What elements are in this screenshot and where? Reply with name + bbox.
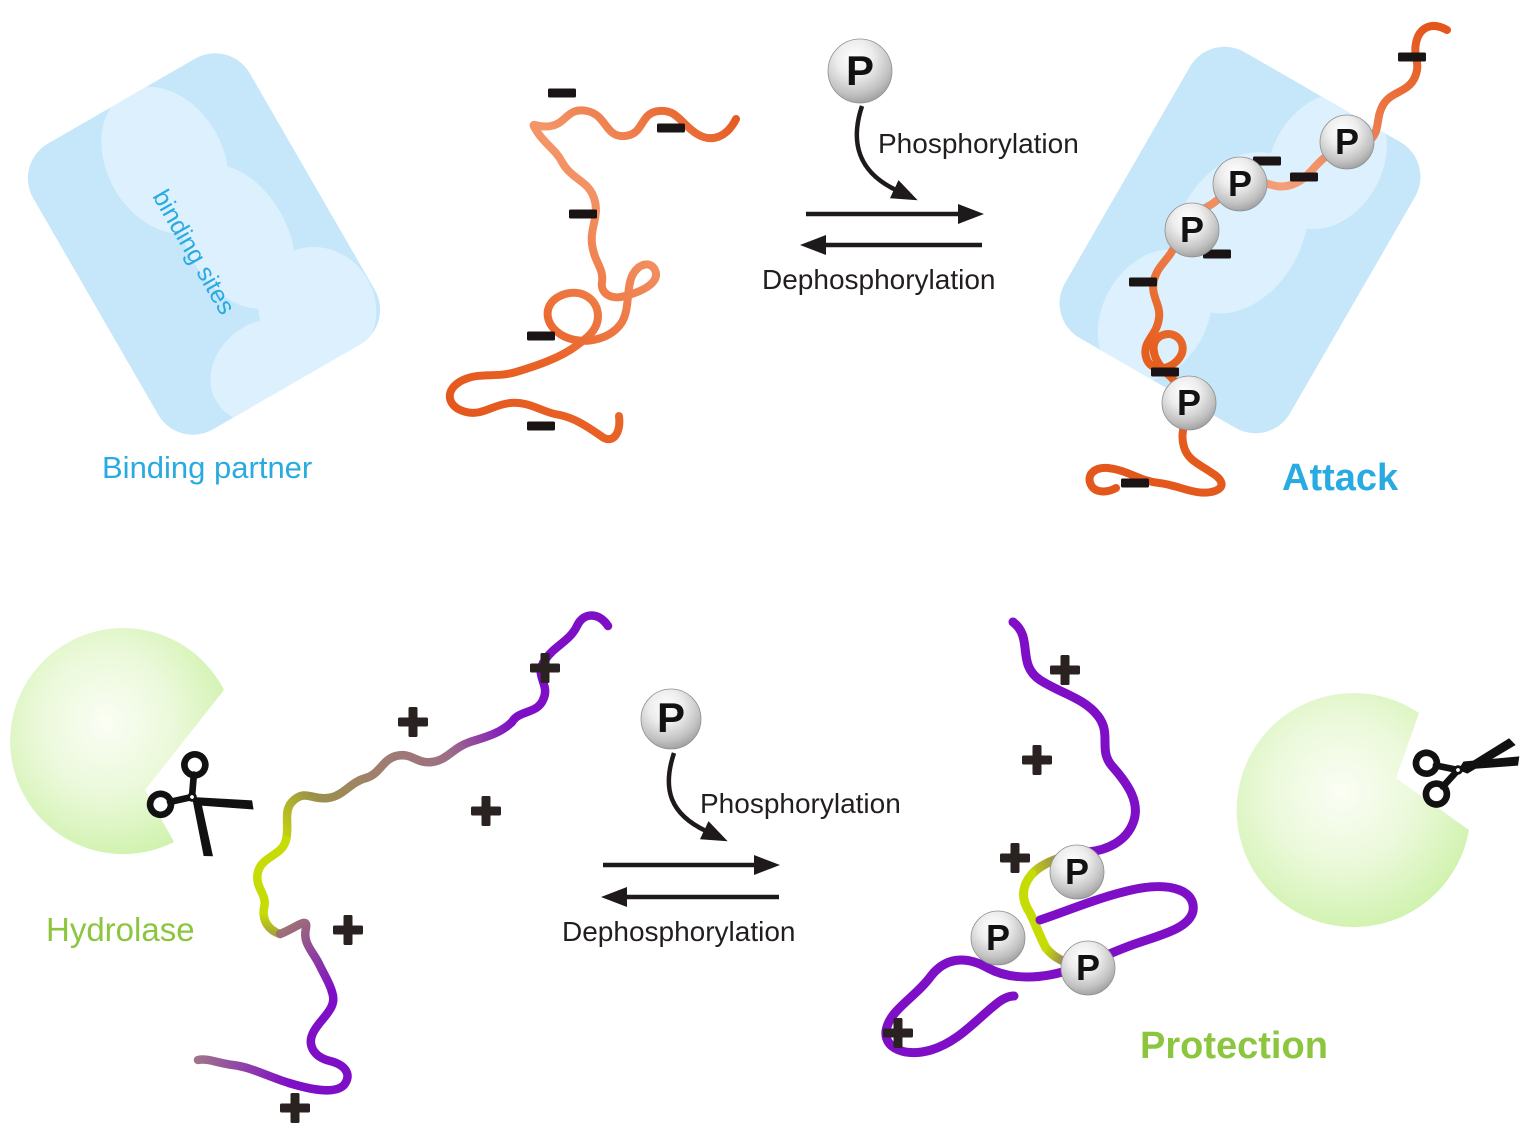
attack-complex: P P P P Attack — [1059, 22, 1451, 499]
minus-charge-icon — [1129, 277, 1157, 287]
phosphorylation-label: Phosphorylation — [878, 128, 1079, 159]
minus-charge-icon — [548, 88, 576, 98]
phosphate-sphere: P — [1161, 375, 1217, 431]
hydrolase-body — [10, 628, 224, 855]
hydrolase-enzyme-blocked — [1236, 693, 1527, 928]
phosphate-label: P — [1228, 163, 1252, 204]
minus-charge-icon — [1398, 52, 1426, 62]
phosphate-sphere-body — [1164, 202, 1220, 258]
scissors-icon — [1412, 725, 1527, 808]
phosphate-label: P — [1180, 209, 1204, 250]
attack-label: Attack — [1282, 457, 1399, 499]
substrate-bottom — [193, 611, 613, 1123]
phosphate-label: P — [1065, 851, 1089, 892]
phosphate-label: P — [986, 917, 1010, 958]
substrate-ribbon-transition — [275, 918, 337, 997]
phosphate-sphere-body — [1319, 114, 1375, 170]
substrate-ribbon-yellow — [253, 835, 291, 939]
phosphate-label: P — [1177, 382, 1201, 423]
phosphate-label: P — [1076, 947, 1100, 988]
phosphorylation-arrow — [854, 105, 918, 201]
binding-surface-blob — [101, 86, 377, 424]
substrate-ribbon-purple — [284, 987, 352, 1095]
scissors-icon — [135, 740, 269, 871]
binding-partner-label: Binding partner — [102, 450, 312, 485]
protection-label: Protection — [1140, 1025, 1328, 1067]
substrate-top — [445, 88, 740, 444]
substrate-ribbon-transition — [361, 717, 517, 783]
phosphate-sphere-body — [827, 38, 893, 104]
dephosphorylation-label: Dephosphorylation — [762, 264, 996, 295]
phosphate-sphere-body — [970, 910, 1026, 966]
plus-charge-icon — [280, 1093, 310, 1123]
dephosphorylation-label: Dephosphorylation — [562, 916, 796, 947]
phosphate-sphere: P — [1164, 202, 1220, 258]
reaction-scheme-bottom: P Phosphorylation Dephosphorylation — [562, 688, 901, 947]
minus-charge-icon — [657, 123, 685, 133]
hydrolase-enzyme: Hydrolase — [10, 628, 269, 948]
binding-partner-shape — [27, 53, 381, 435]
phosphorylation-arrow — [666, 752, 728, 842]
protected-ribbon-tail — [881, 955, 1080, 1057]
hydrolase-label: Hydrolase — [46, 911, 195, 948]
minus-charge-icon — [1290, 172, 1318, 182]
phosphate-sphere-body — [1161, 375, 1217, 431]
phosphate-sphere: P — [827, 38, 893, 104]
phosphate-sphere: P — [1049, 844, 1105, 900]
minus-charge-icon — [569, 209, 597, 219]
substrate-ribbon-transition — [281, 773, 371, 845]
plus-charge-icon — [1022, 745, 1052, 775]
plus-charge-icon — [1050, 655, 1080, 685]
minus-charge-icon — [527, 421, 555, 431]
phosphate-sphere: P — [970, 910, 1026, 966]
protected-ribbon-yellow — [1019, 869, 1051, 953]
plus-charge-icon — [333, 915, 363, 945]
phosphate-label: P — [657, 694, 685, 741]
plus-charge-icon — [471, 796, 501, 826]
hydrolase-body — [1236, 693, 1469, 928]
substrate-ribbon-orange — [445, 106, 740, 444]
protected-ribbon-loop — [1035, 882, 1198, 973]
plus-charge-icon — [1000, 843, 1030, 873]
phosphate-sphere: P — [1319, 114, 1375, 170]
phosphate-sphere-body — [640, 688, 702, 750]
phosphate-sphere-body — [1060, 940, 1116, 996]
minus-charge-icon — [527, 331, 555, 341]
phosphate-sphere: P — [1060, 940, 1116, 996]
phosphorylation-label: Phosphorylation — [700, 788, 901, 819]
protected-ribbon-purple — [1008, 617, 1140, 857]
phosphate-label: P — [846, 47, 874, 94]
protection-complex: P P P Protection — [881, 617, 1328, 1067]
plus-charge-icon — [398, 707, 428, 737]
binding-partner-panel: binding sites Binding partner — [27, 53, 381, 485]
phosphate-sphere: P — [1212, 156, 1268, 212]
plus-charge-icon — [530, 653, 560, 683]
binding-partner-shape — [1059, 46, 1421, 434]
phosphate-sphere: P — [640, 688, 702, 750]
phosphate-label: P — [1335, 121, 1359, 162]
phosphate-sphere-body — [1212, 156, 1268, 212]
substrate-ribbon-transition — [193, 1055, 294, 1088]
reaction-scheme-top: P Phosphorylation Dephosphorylation — [762, 38, 1079, 295]
phosphate-sphere-body — [1049, 844, 1105, 900]
minus-charge-icon — [1151, 367, 1179, 377]
minus-charge-icon — [1121, 478, 1149, 488]
